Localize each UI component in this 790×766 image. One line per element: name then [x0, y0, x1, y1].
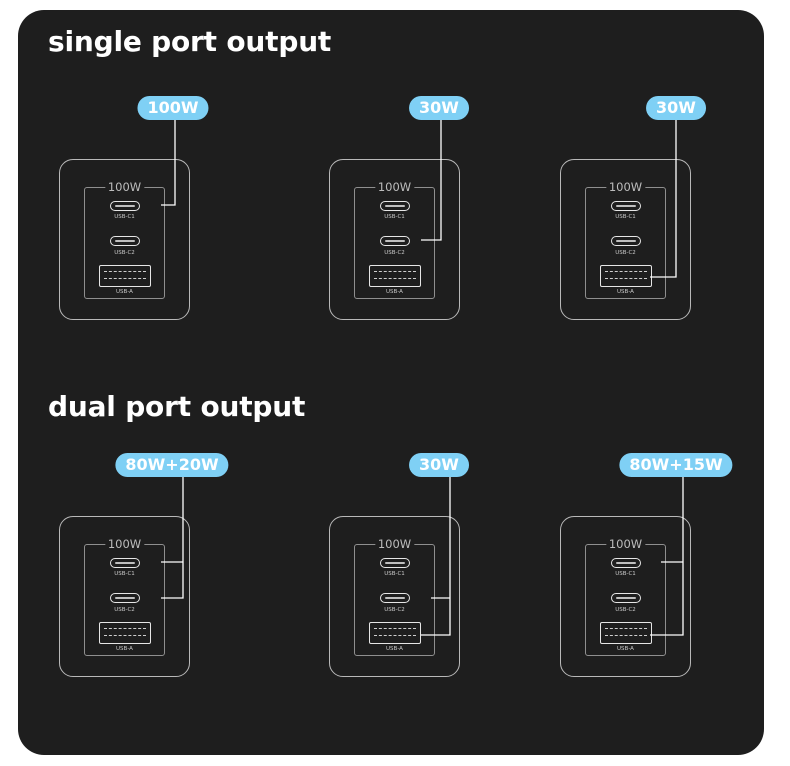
section-title-dual: dual port output	[48, 390, 306, 423]
usb-c2-port-icon	[379, 593, 410, 603]
usb-c1-port-icon	[109, 558, 140, 568]
usb-c1-label: USB-C1	[615, 571, 636, 577]
usb-c1-port-icon	[109, 201, 140, 211]
wattage-label: 100W	[605, 179, 646, 195]
usb-a-port-icon	[368, 265, 421, 287]
wattage-label: 100W	[104, 179, 145, 195]
usb-c2-label: USB-C2	[384, 250, 405, 256]
usb-a-port-icon	[599, 622, 652, 644]
badge-single-1: 100W	[137, 96, 209, 120]
usb-c1-port-icon	[610, 558, 641, 568]
charger-face: 100W USB-C1 USB-C2 USB-A	[585, 179, 666, 299]
charger-face: 100W USB-C1 USB-C2 USB-A	[354, 179, 435, 299]
badge-single-2: 30W	[409, 96, 469, 120]
charger-dual-1: 100W USB-C1 USB-C2 USB-A	[59, 516, 190, 677]
usb-a-label: USB-A	[386, 289, 403, 295]
usb-a-port-icon	[368, 622, 421, 644]
usb-a-port-icon	[98, 622, 151, 644]
wattage-label: 100W	[374, 179, 415, 195]
usb-c2-label: USB-C2	[114, 607, 135, 613]
charger-face: 100W USB-C1 USB-C2 USB-A	[84, 536, 165, 656]
charger-face: 100W USB-C1 USB-C2 USB-A	[354, 536, 435, 656]
usb-c2-port-icon	[109, 593, 140, 603]
badge-dual-2: 30W	[409, 453, 469, 477]
usb-c1-label: USB-C1	[384, 571, 405, 577]
badge-dual-3: 80W+15W	[619, 453, 733, 477]
charger-dual-2: 100W USB-C1 USB-C2 USB-A	[329, 516, 460, 677]
usb-c1-label: USB-C1	[615, 214, 636, 220]
usb-c1-port-icon	[379, 201, 410, 211]
background-panel	[18, 10, 764, 755]
wattage-label: 100W	[104, 536, 145, 552]
usb-a-label: USB-A	[617, 646, 634, 652]
charger-dual-3: 100W USB-C1 USB-C2 USB-A	[560, 516, 691, 677]
usb-c2-port-icon	[610, 236, 641, 246]
usb-c1-label: USB-C1	[114, 214, 135, 220]
usb-a-label: USB-A	[386, 646, 403, 652]
usb-c2-label: USB-C2	[615, 250, 636, 256]
usb-c1-port-icon	[610, 201, 641, 211]
usb-a-label: USB-A	[116, 289, 133, 295]
usb-c2-label: USB-C2	[384, 607, 405, 613]
usb-a-label: USB-A	[617, 289, 634, 295]
charger-face: 100W USB-C1 USB-C2 USB-A	[585, 536, 666, 656]
usb-a-port-icon	[98, 265, 151, 287]
badge-single-3: 30W	[646, 96, 706, 120]
usb-c2-label: USB-C2	[615, 607, 636, 613]
charger-single-3: 100W USB-C1 USB-C2 USB-A	[560, 159, 691, 320]
usb-c1-label: USB-C1	[384, 214, 405, 220]
usb-c1-port-icon	[379, 558, 410, 568]
usb-c1-label: USB-C1	[114, 571, 135, 577]
usb-c2-port-icon	[109, 236, 140, 246]
usb-c2-label: USB-C2	[114, 250, 135, 256]
usb-c2-port-icon	[610, 593, 641, 603]
section-title-single: single port output	[48, 25, 332, 58]
charger-single-2: 100W USB-C1 USB-C2 USB-A	[329, 159, 460, 320]
usb-c2-port-icon	[379, 236, 410, 246]
usb-a-label: USB-A	[116, 646, 133, 652]
charger-face: 100W USB-C1 USB-C2 USB-A	[84, 179, 165, 299]
badge-dual-1: 80W+20W	[115, 453, 229, 477]
charger-single-1: 100W USB-C1 USB-C2 USB-A	[59, 159, 190, 320]
wattage-label: 100W	[605, 536, 646, 552]
usb-a-port-icon	[599, 265, 652, 287]
wattage-label: 100W	[374, 536, 415, 552]
